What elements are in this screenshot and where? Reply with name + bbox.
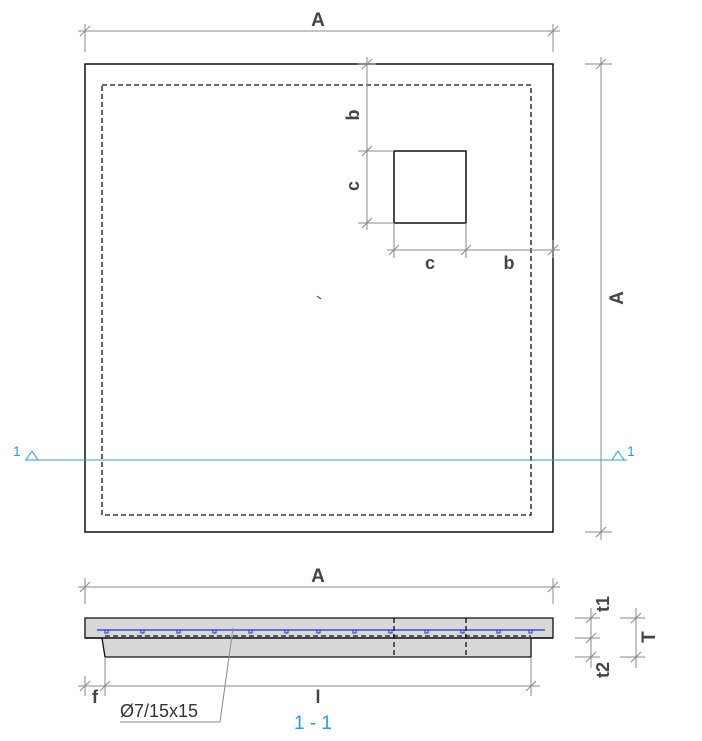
section-marker-right-label: 1 [627,443,635,459]
opening-dim-b-vertical: b [343,110,363,121]
opening-dim-c-vertical: c [343,181,363,191]
plan-dim-right-label: A [607,291,628,305]
plan-dim-right: A [585,57,628,540]
section-cut-line: 1 1 [13,443,635,461]
slab-outline [84,63,554,533]
slab-opening [393,150,467,224]
opening-dim-horizontal: c b [387,223,560,273]
rebar-note-label: Ø7/15x15 [120,701,198,721]
section-dim-t1-label: t1 [593,596,613,612]
plan-view [84,63,554,533]
opening-dim-c-horizontal: c [425,253,435,273]
section-slab [84,617,554,658]
opening-dim-vertical: b c [343,57,394,230]
section-dim-T-label: T [639,631,660,643]
section-title: 1 - 1 [294,713,332,734]
plan-dim-top: A [78,10,560,52]
plan-dim-top-label: A [311,10,325,31]
section-marker-left-label: 1 [13,443,21,459]
center-mark [316,295,322,300]
section-dim-right: t1 t2 T [575,596,660,678]
opening-dim-b-horizontal: b [504,253,515,273]
rebar-dots [104,629,533,634]
section-dim-f-label: f [92,687,99,707]
section-dim-top-label: A [311,566,325,587]
section-dim-l-label: l [315,687,320,707]
rebar-note: Ø7/15x15 [120,627,234,723]
section-dim-top: A [78,566,560,604]
section-dim-t2-label: t2 [593,662,613,678]
reinforcement-outline [101,84,532,516]
section-marker-left-icon [25,450,39,461]
section-marker-right-icon [611,450,625,461]
section-dim-bottom: f l [78,657,540,707]
